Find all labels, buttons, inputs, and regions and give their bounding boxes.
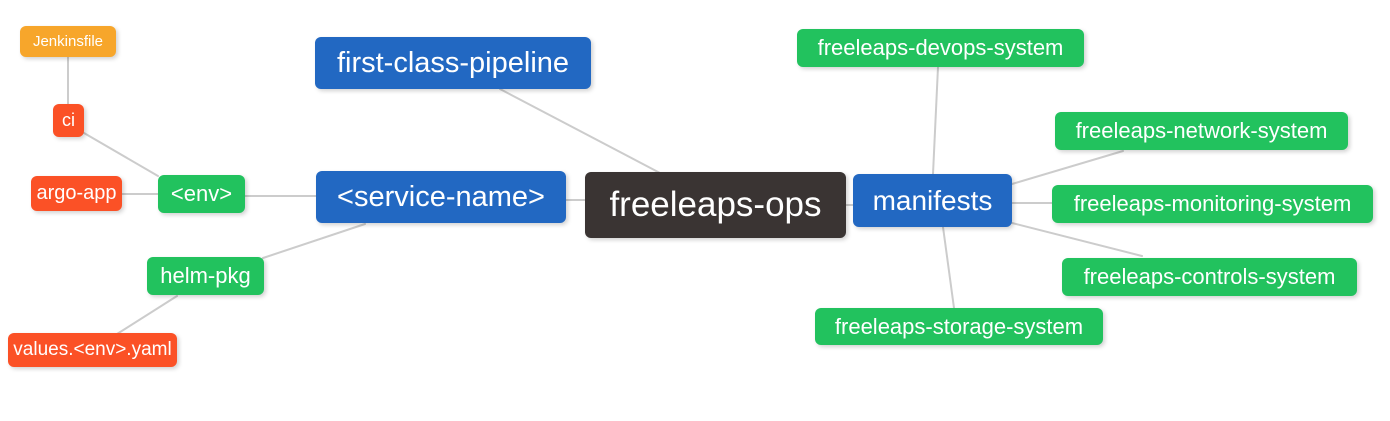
edge-ci-env xyxy=(83,132,159,177)
node-storage-system[interactable]: freeleaps-storage-system xyxy=(815,308,1103,345)
node-jenkinsfile[interactable]: Jenkinsfile xyxy=(20,26,116,57)
edge-manifests-devops xyxy=(932,66,939,175)
edge-helm-pkg-values xyxy=(116,295,178,335)
edge-manifests-network xyxy=(1011,150,1124,185)
node-service-name[interactable]: <service-name> xyxy=(316,171,566,223)
node-devops-system[interactable]: freeleaps-devops-system xyxy=(797,29,1084,67)
node-network-system[interactable]: freeleaps-network-system xyxy=(1055,112,1348,150)
edge-manifests-controls xyxy=(1011,222,1143,257)
node-env[interactable]: <env> xyxy=(158,175,245,213)
node-monitoring-system[interactable]: freeleaps-monitoring-system xyxy=(1052,185,1373,223)
node-freeleaps-ops[interactable]: freeleaps-ops xyxy=(585,172,846,238)
edge-manifests-storage xyxy=(942,226,955,309)
node-controls-system[interactable]: freeleaps-controls-system xyxy=(1062,258,1357,296)
edge-pipeline-ops xyxy=(499,88,661,174)
node-helm-pkg[interactable]: helm-pkg xyxy=(147,257,264,295)
node-ci[interactable]: ci xyxy=(53,104,84,137)
node-values-env-yaml[interactable]: values.<env>.yaml xyxy=(8,333,177,367)
node-first-class-pipeline[interactable]: first-class-pipeline xyxy=(315,37,591,89)
node-manifests[interactable]: manifests xyxy=(853,174,1012,227)
node-argo-app[interactable]: argo-app xyxy=(31,176,122,211)
edge-helm-pkg-service-name xyxy=(262,223,366,259)
